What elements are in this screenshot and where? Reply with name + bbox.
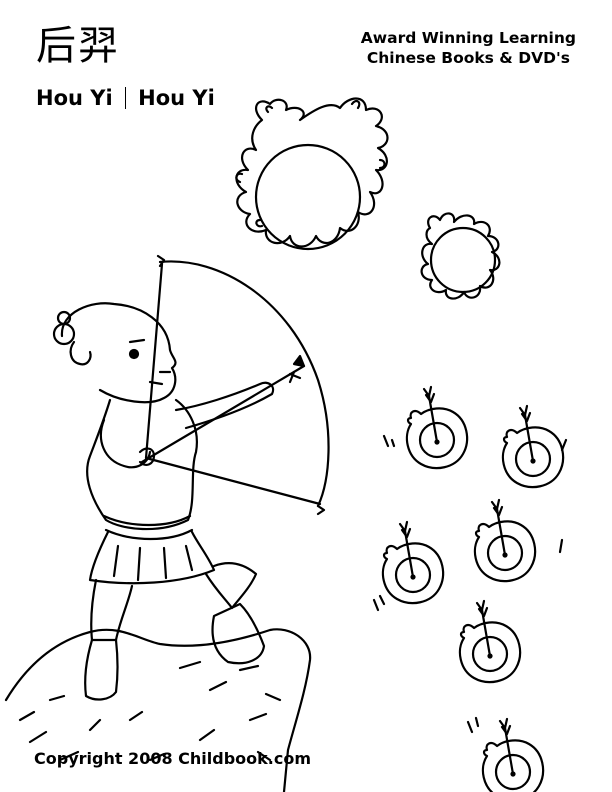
- archer: [52, 254, 330, 701]
- title-divider: [124, 87, 127, 109]
- page-title-chinese: 后羿: [36, 23, 120, 69]
- title-pinyin: Hou Yi: [36, 86, 113, 110]
- promo-line-1: Award Winning Learning: [360, 29, 576, 47]
- sun-large: [235, 97, 389, 251]
- page-title-english: Hou Yi Hou Yi: [36, 84, 215, 112]
- shot-suns: [372, 385, 568, 792]
- promo-text: Award Winning Learning Chinese Books & D…: [361, 28, 576, 68]
- copyright-text: Copyright 2008 Childbook.com: [34, 749, 312, 768]
- sun-small: [420, 212, 501, 300]
- promo-line-2: Chinese Books & DVD's: [366, 49, 570, 67]
- rock: [4, 628, 312, 792]
- title-english: Hou Yi: [138, 86, 215, 110]
